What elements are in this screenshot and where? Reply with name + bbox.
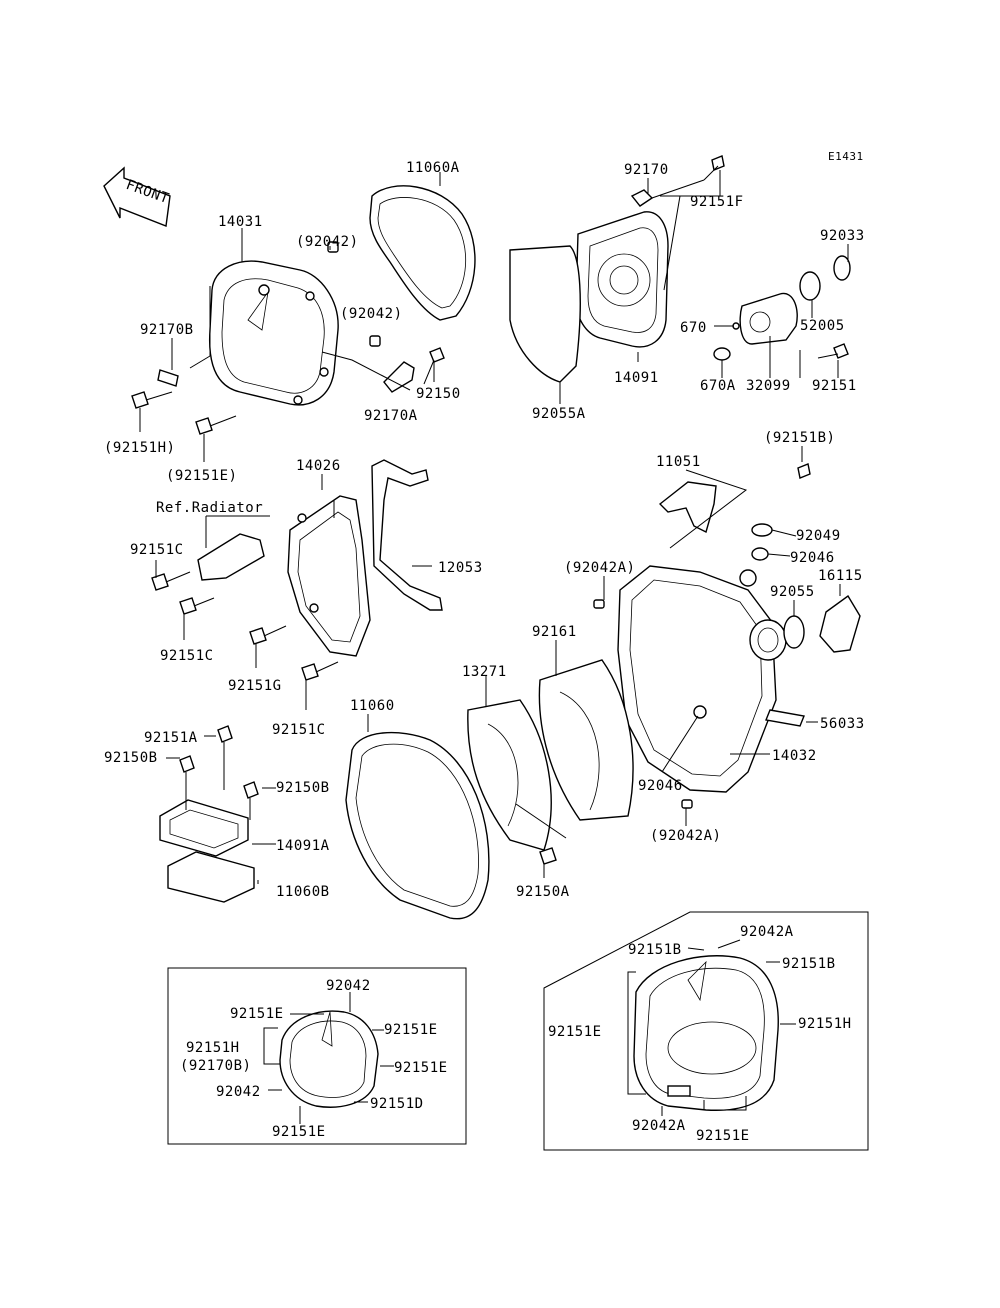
cap-16115 (819, 594, 861, 653)
label-670: 670 (680, 320, 707, 336)
label-92042A-2: (92042A) (650, 828, 721, 844)
label-32099: 32099 (746, 378, 791, 394)
inset-right-label-92151H: 92151H (798, 1016, 852, 1032)
label-92151C-2: 92151C (160, 648, 214, 664)
inset-right-cover (633, 955, 779, 1111)
label-11060A: 11060A (406, 160, 460, 176)
label-92151E: (92151E) (166, 468, 237, 484)
label-92150B-1: 92150B (104, 750, 158, 766)
label-92150: 92150 (416, 386, 461, 402)
label-14031: 14031 (218, 214, 263, 230)
o-ring-92055 (783, 615, 805, 649)
label-16115: 16115 (818, 568, 863, 584)
inset-right-label-92151B-2: 92151B (782, 956, 836, 972)
radiator-bracket (197, 533, 265, 581)
cover-14091A (159, 799, 255, 903)
label-92049: 92049 (796, 528, 841, 544)
label-11060B: 11060B (276, 884, 330, 900)
dowel-92042-b (369, 335, 381, 347)
label-14032: 14032 (772, 748, 817, 764)
pulser-cover-14091 (575, 211, 669, 348)
inset-left-label-92151D: 92151D (370, 1096, 424, 1112)
oil-seal-92049 (751, 523, 773, 537)
stay-12053 (371, 459, 443, 611)
label-52005: 52005 (800, 318, 845, 334)
bracket-92170A (383, 361, 415, 393)
label-13271: 13271 (462, 664, 507, 680)
gasket-11060A (369, 185, 476, 321)
label-92151B: (92151B) (764, 430, 835, 446)
gasket-11060 (345, 731, 490, 920)
label-14091: 14091 (614, 370, 659, 386)
inset-left-label-92151E-3: 92151E (394, 1060, 448, 1076)
label-92151F: 92151F (690, 194, 744, 210)
inset-left-frame (167, 967, 467, 1145)
inset-right-frame (543, 911, 869, 1151)
label-92151H: (92151H) (104, 440, 175, 456)
label-92055: 92055 (770, 584, 815, 600)
plate-92161 (538, 659, 634, 821)
label-92151A: 92151A (144, 730, 198, 746)
label-92042-a: (92042) (296, 234, 359, 250)
label-92046-1: 92046 (790, 550, 835, 566)
inset-left-label-92151E-1: 92151E (230, 1006, 284, 1022)
label-92170B: 92170B (140, 322, 194, 338)
inset-right-label-92151E-bottom: 92151E (696, 1128, 750, 1144)
inset-left-label-92042-top: 92042 (326, 978, 371, 994)
inset-right-label-92151E-side: 92151E (548, 1024, 602, 1040)
diagram-code: E1431 (828, 150, 864, 163)
inset-right-label-92042A-top: 92042A (740, 924, 794, 940)
inset-left-cover (279, 1010, 379, 1108)
label-92151C-1: 92151C (130, 542, 184, 558)
pump-assembly-52005 (713, 255, 851, 361)
inset-left-label-92170B: (92170B) (180, 1058, 251, 1074)
label-92151: 92151 (812, 378, 857, 394)
inset-left-label-92151E-bottom: 92151E (272, 1124, 326, 1140)
label-92161: 92161 (532, 624, 577, 640)
cover-14026 (287, 495, 371, 657)
gasket-92055A (509, 245, 581, 383)
label-92170A: 92170A (364, 408, 418, 424)
label-92046-2: 92046 (638, 778, 683, 794)
label-11060: 11060 (350, 698, 395, 714)
inset-left-label-92151H: 92151H (186, 1040, 240, 1056)
clutch-cover-14032 (617, 565, 787, 793)
inset-left-label-92042-side: 92042 (216, 1084, 261, 1100)
label-92151C-3: 92151C (272, 722, 326, 738)
front-arrow-icon: FRONT (103, 166, 171, 227)
label-14091A: 14091A (276, 838, 330, 854)
inset-right-label-92151B-1: 92151B (628, 942, 682, 958)
label-56033: 56033 (820, 716, 865, 732)
label-11051: 11051 (656, 454, 701, 470)
label-92055A: 92055A (532, 406, 586, 422)
label-92033: 92033 (820, 228, 865, 244)
bracket-11051 (658, 481, 717, 534)
label-92150B-2: 92150B (276, 780, 330, 796)
label-12053: 12053 (438, 560, 483, 576)
label-14026: 14026 (296, 458, 341, 474)
label-92042-b: (92042) (340, 306, 403, 322)
oil-seal-92046 (751, 547, 769, 561)
label-92042A-1: (92042A) (564, 560, 635, 576)
label-92151G: 92151G (228, 678, 282, 694)
inset-left-label-92151E-2: 92151E (384, 1022, 438, 1038)
label-92150A: 92150A (516, 884, 570, 900)
label-ref-radiator: Ref.Radiator (156, 500, 263, 516)
label-670A: 670A (700, 378, 736, 394)
label-92170: 92170 (624, 162, 669, 178)
inset-right-label-92042A-bottom: 92042A (632, 1118, 686, 1134)
generator-cover-14031 (208, 260, 339, 406)
